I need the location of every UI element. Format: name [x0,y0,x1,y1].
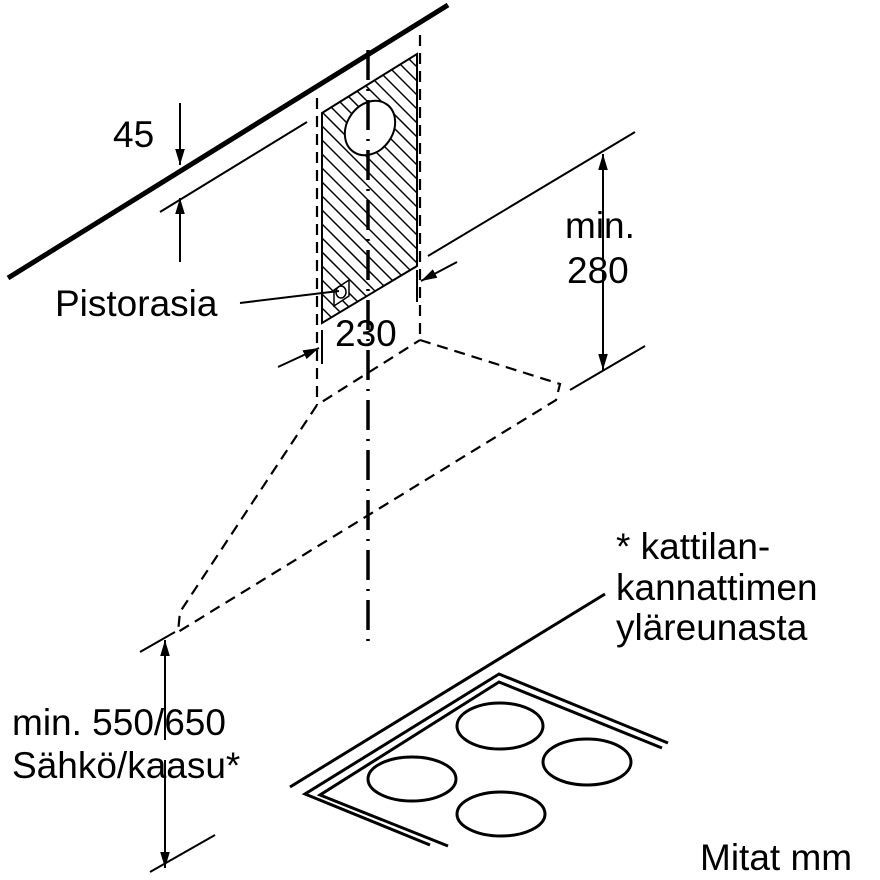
hatch-line [322,54,417,323]
hatch-line [460,40,760,340]
hatch-line [322,54,417,323]
socket-leader [239,290,340,304]
hatch-line [796,40,880,340]
burner [455,790,547,838]
hatch-line [322,54,417,323]
min-height-label-2: 280 [567,250,629,291]
offset-reference-line [159,121,308,213]
units-label: Mitat mm [700,837,852,878]
burner [455,701,545,751]
hatch-line [754,40,880,340]
hatch-line [403,54,417,323]
wall-edge [6,2,450,281]
clearance-label-2: Sähkö/kaasu* [12,745,240,786]
burner [366,755,458,803]
note-line-3: yläreunasta [616,607,808,648]
hatch-line [488,40,788,340]
note-line-2: kannattimen [616,567,818,608]
width-label: 230 [335,313,397,354]
hatch-line [698,40,880,340]
width-arrow-right [420,261,458,282]
hatch-line [516,40,816,340]
hatch-line [502,40,802,340]
hatch-line [322,54,383,323]
duct-opening [343,99,397,157]
hatch-line [768,40,880,340]
hatch-line [322,54,417,323]
hood-outline-dashed [176,338,562,635]
hatch-line [656,40,880,340]
hatch-line [432,40,732,340]
hatch-line [474,40,774,340]
hatch-line [586,40,880,340]
hatch-line [670,40,880,340]
hatch-line [322,54,417,323]
hatch-line [446,40,746,340]
hatch-line [544,40,844,340]
hatch-line [333,54,417,323]
hatch-line [600,40,880,340]
hatch-line [782,40,880,340]
hatch-line [322,54,417,323]
hatch-line [322,54,417,323]
hatch-line [740,40,880,340]
hatch-line [642,40,880,340]
width-arrow-left [277,347,320,368]
hatch-line [347,54,417,323]
burner [541,737,633,787]
min-height-label-1: min. [565,205,635,246]
hatch-line [712,40,880,340]
socket-icon [333,278,350,308]
note-line-1: * kattilan- [616,526,770,567]
hatch-line [726,40,880,340]
hatch-line [684,40,880,340]
hatch-line [614,40,880,340]
hatch-line [530,40,830,340]
hatch-line [322,54,411,323]
hatch-line [361,54,417,323]
hatch-line [322,54,417,323]
socket-label: Pistorasia [55,283,218,324]
cooktop [289,592,669,848]
hatch-line [572,40,872,340]
hatch-line [418,40,718,340]
wall-offset-label: 45 [113,114,154,155]
clearance-label-1: min. 550/650 [12,702,226,743]
hatch-line [322,54,417,323]
hatch-line [628,40,880,340]
